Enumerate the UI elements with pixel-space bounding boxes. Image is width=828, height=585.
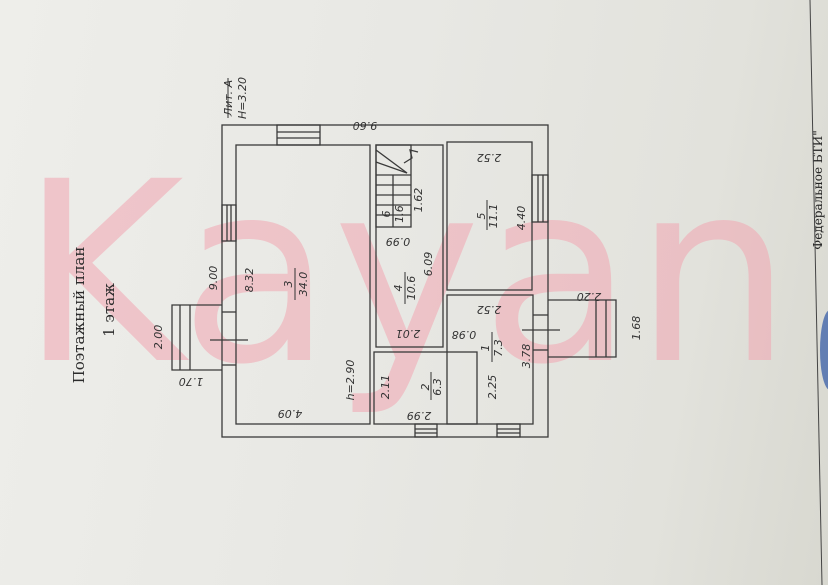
svg-text:3: 3 — [282, 281, 295, 288]
porch-right — [522, 299, 617, 358]
svg-text:0.98: 0.98 — [452, 328, 477, 341]
svg-text:2.20: 2.20 — [577, 290, 602, 303]
svg-text:4.09: 4.09 — [278, 407, 303, 420]
svg-text:4: 4 — [392, 285, 405, 292]
svg-text:9.60: 9.60 — [353, 119, 378, 132]
window — [496, 423, 521, 438]
svg-text:h=2.90: h=2.90 — [344, 360, 357, 401]
svg-text:0.99: 0.99 — [386, 235, 411, 248]
watermark: Kayan — [20, 128, 792, 419]
svg-text:7.3: 7.3 — [492, 339, 505, 357]
svg-text:6: 6 — [380, 211, 393, 218]
floor-label: 1 этаж — [100, 283, 118, 337]
svg-text:11.1: 11.1 — [487, 204, 500, 229]
window — [531, 174, 549, 223]
svg-text:4.40: 4.40 — [515, 206, 528, 231]
svg-text:2.00: 2.00 — [152, 325, 165, 350]
svg-text:1.6: 1.6 — [393, 205, 406, 223]
dimension-labels: 9.60 9.00 8.32 4.09 h=2.90 6.09 2.01 0.9… — [152, 119, 643, 422]
outer-wall — [221, 124, 549, 438]
svg-text:8.32: 8.32 — [243, 268, 256, 293]
staircase — [375, 144, 419, 228]
svg-text:2.52: 2.52 — [477, 303, 502, 316]
svg-text:2.99: 2.99 — [407, 409, 432, 422]
svg-text:2.25: 2.25 — [486, 375, 499, 400]
svg-text:34.0: 34.0 — [297, 272, 310, 297]
window — [276, 124, 321, 146]
svg-text:10.6: 10.6 — [405, 276, 418, 301]
svg-text:2.01: 2.01 — [396, 327, 421, 340]
porch-left — [171, 304, 248, 371]
svg-text:1.70: 1.70 — [179, 375, 204, 388]
svg-text:3.78: 3.78 — [520, 344, 533, 369]
svg-text:2: 2 — [419, 384, 432, 391]
svg-text:2.11: 2.11 — [379, 375, 392, 400]
svg-text:5: 5 — [475, 213, 488, 220]
window — [221, 204, 237, 242]
svg-text:6.09: 6.09 — [422, 252, 435, 277]
plan-title: Поэтажный план — [70, 247, 88, 384]
page-border — [809, 0, 823, 585]
svg-text:9.00: 9.00 — [207, 266, 220, 291]
svg-text:1: 1 — [479, 345, 492, 352]
svg-text:1.68: 1.68 — [630, 316, 643, 341]
window — [414, 423, 438, 438]
svg-text:6.3: 6.3 — [431, 378, 444, 396]
room-1 — [446, 294, 534, 425]
svg-text:1.62: 1.62 — [412, 188, 425, 213]
stamp-seal — [820, 310, 828, 390]
svg-text:2.52: 2.52 — [477, 151, 502, 164]
litera-height: H=3.20 — [236, 77, 249, 119]
